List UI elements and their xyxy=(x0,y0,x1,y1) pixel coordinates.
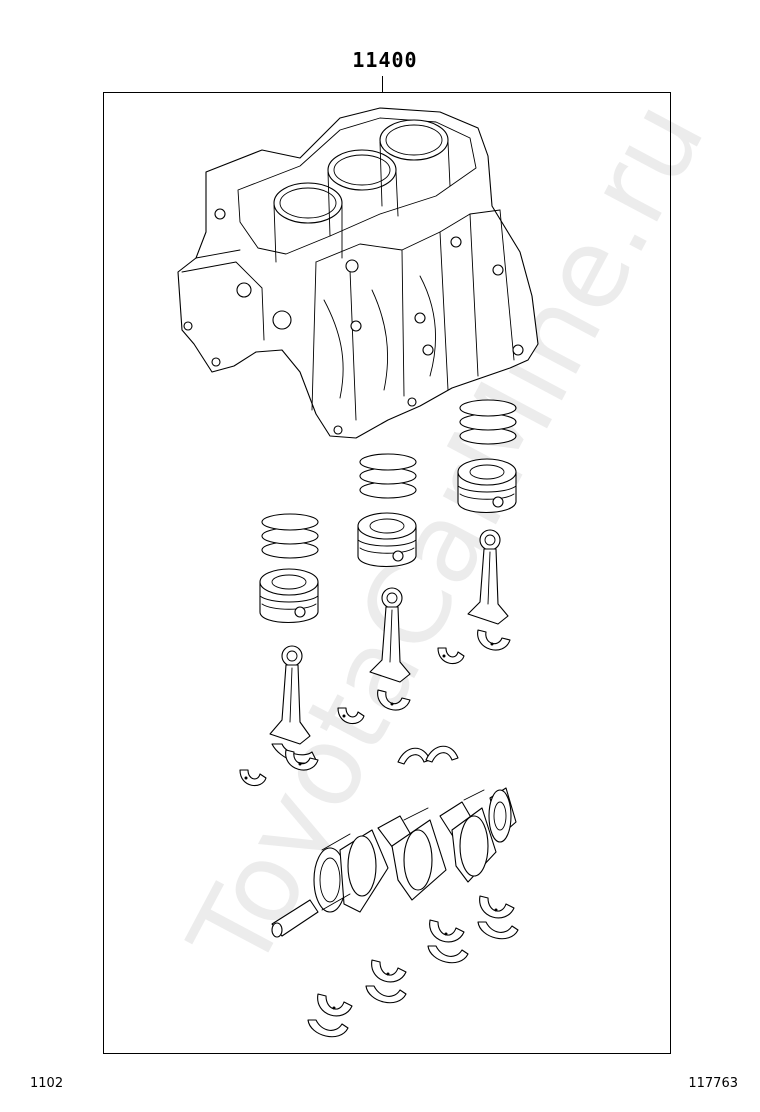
main-bearing-3b[interactable] xyxy=(428,946,468,963)
piston-ring-set-2[interactable] xyxy=(360,454,416,498)
rod-bearing-1b[interactable] xyxy=(286,750,318,770)
thrust-washer-2[interactable] xyxy=(426,746,458,762)
assembly-frame xyxy=(103,92,671,1054)
part-number-label[interactable]: 11400 xyxy=(352,48,418,72)
main-bearing-2a[interactable] xyxy=(372,960,406,982)
crankshaft[interactable] xyxy=(272,788,516,937)
connecting-rod-1[interactable] xyxy=(270,646,316,763)
main-bearing-1b[interactable] xyxy=(308,1020,348,1037)
main-bearing-3a[interactable] xyxy=(430,920,464,942)
connecting-rod-3[interactable] xyxy=(468,530,508,624)
rod-bearing-2b[interactable] xyxy=(378,690,410,710)
rod-bearing-1a[interactable] xyxy=(240,770,266,786)
rod-bearing-2a[interactable] xyxy=(338,708,364,724)
main-bearing-2b[interactable] xyxy=(366,986,406,1003)
piston-ring-set-3[interactable] xyxy=(460,400,516,444)
page-reference-right: 117763 xyxy=(688,1076,738,1091)
rod-bearing-3b[interactable] xyxy=(478,630,510,650)
piston-ring-set-1[interactable] xyxy=(262,514,318,558)
piston-1[interactable] xyxy=(260,569,318,623)
thrust-washer-1[interactable] xyxy=(398,748,430,764)
part-number-leader-line xyxy=(382,76,383,93)
rod-bearing-3a[interactable] xyxy=(438,648,464,664)
main-bearing-1a[interactable] xyxy=(318,994,352,1016)
piston-3[interactable] xyxy=(458,459,516,513)
piston-2[interactable] xyxy=(358,513,416,567)
main-bearing-4b[interactable] xyxy=(478,922,518,939)
cylinder-block[interactable] xyxy=(178,108,538,438)
main-bearing-4a[interactable] xyxy=(480,896,514,918)
page-reference-left: 1102 xyxy=(30,1076,64,1091)
connecting-rod-2[interactable] xyxy=(370,588,410,682)
